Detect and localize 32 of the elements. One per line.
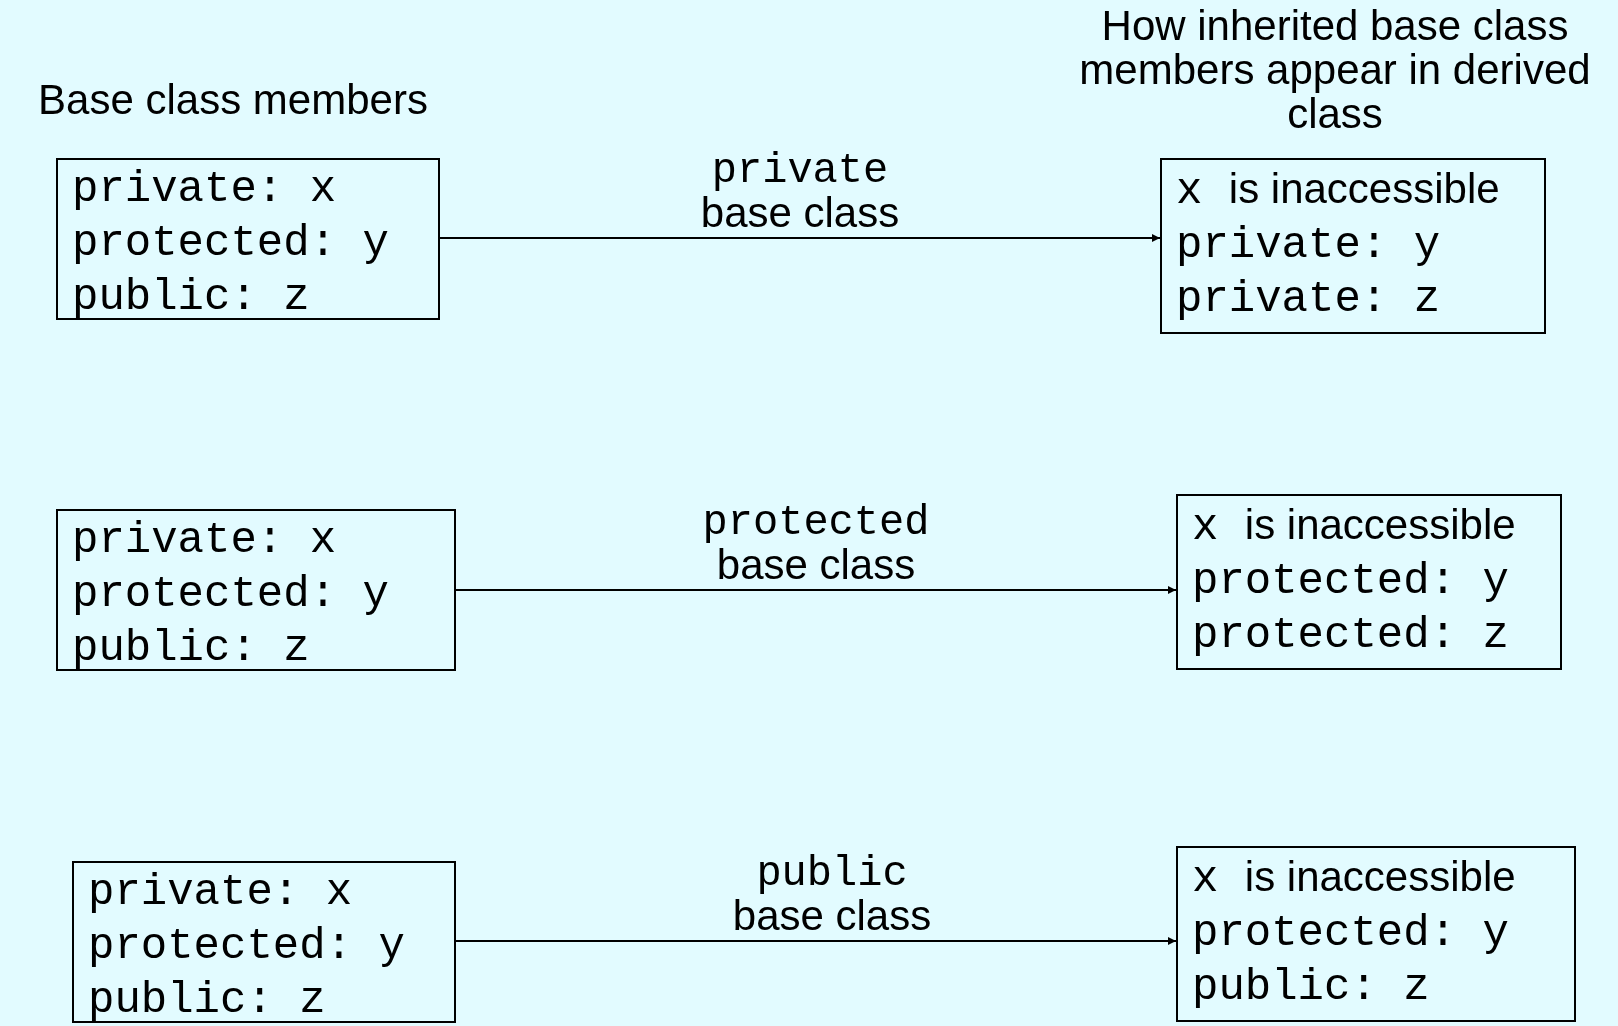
arrow xyxy=(455,937,1177,945)
edge-label: public base class xyxy=(731,853,933,937)
member-text: protected: y xyxy=(1192,555,1510,608)
class-members-box xyxy=(72,861,456,1023)
class-members-box xyxy=(56,158,440,320)
arrow xyxy=(455,586,1177,594)
member-text: public: z xyxy=(72,271,311,324)
member-text: private: x xyxy=(72,514,338,567)
member-text: protected: y xyxy=(72,217,390,270)
member-text: private: x xyxy=(72,163,338,216)
edge-label: private base class xyxy=(699,150,901,234)
column-heading: Base class members xyxy=(37,78,429,122)
member-text: public: z xyxy=(72,622,311,675)
arrow xyxy=(439,234,1161,242)
member-text: x is inaccessible xyxy=(1176,164,1501,218)
member-text: x is inaccessible xyxy=(1192,852,1517,906)
member-text: private: y xyxy=(1176,219,1442,272)
member-text: protected: y xyxy=(88,920,406,973)
member-text: private: z xyxy=(1176,273,1442,326)
member-text: public: z xyxy=(1192,961,1431,1014)
class-members-box xyxy=(1160,158,1546,334)
member-text: protected: y xyxy=(72,568,390,621)
class-members-box xyxy=(1176,846,1576,1022)
member-text: x is inaccessible xyxy=(1192,500,1517,554)
member-text: private: x xyxy=(88,866,354,919)
member-text: public: z xyxy=(88,974,327,1026)
column-heading: How inherited base class members appear in derived class xyxy=(1078,4,1592,136)
member-text: protected: y xyxy=(1192,907,1510,960)
class-members-box xyxy=(56,509,456,671)
member-text: protected: z xyxy=(1192,609,1510,662)
edge-label: protected base class xyxy=(701,502,931,586)
class-members-box xyxy=(1176,494,1562,670)
